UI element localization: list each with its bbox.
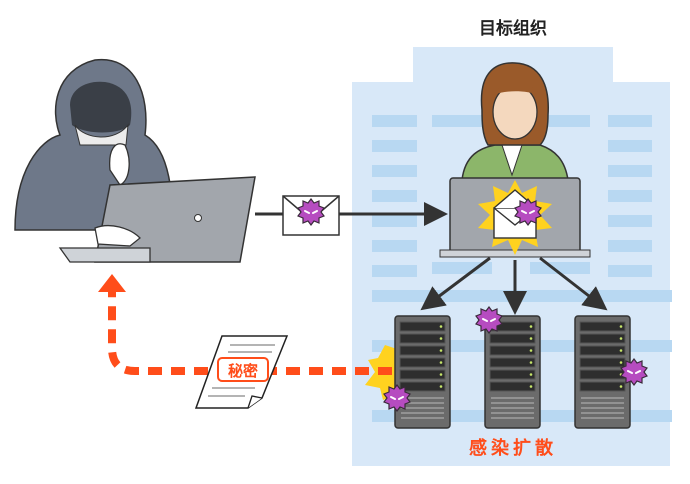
title-target-organization: 目标组织 <box>479 18 547 39</box>
spread-arrows <box>420 256 608 315</box>
server-2 <box>484 315 541 429</box>
server-1 <box>394 315 451 429</box>
hacker-laptop <box>58 176 256 263</box>
malware-envelope <box>282 195 340 236</box>
server-3 <box>574 315 631 429</box>
caption-infection-spread: 感染扩散 <box>469 437 557 459</box>
victim-employee <box>461 62 569 181</box>
exfiltration-path <box>98 274 392 375</box>
secret-stamp: 秘密 <box>228 362 258 380</box>
secret-document: 秘密 <box>194 335 289 409</box>
victim-laptop <box>439 177 591 258</box>
